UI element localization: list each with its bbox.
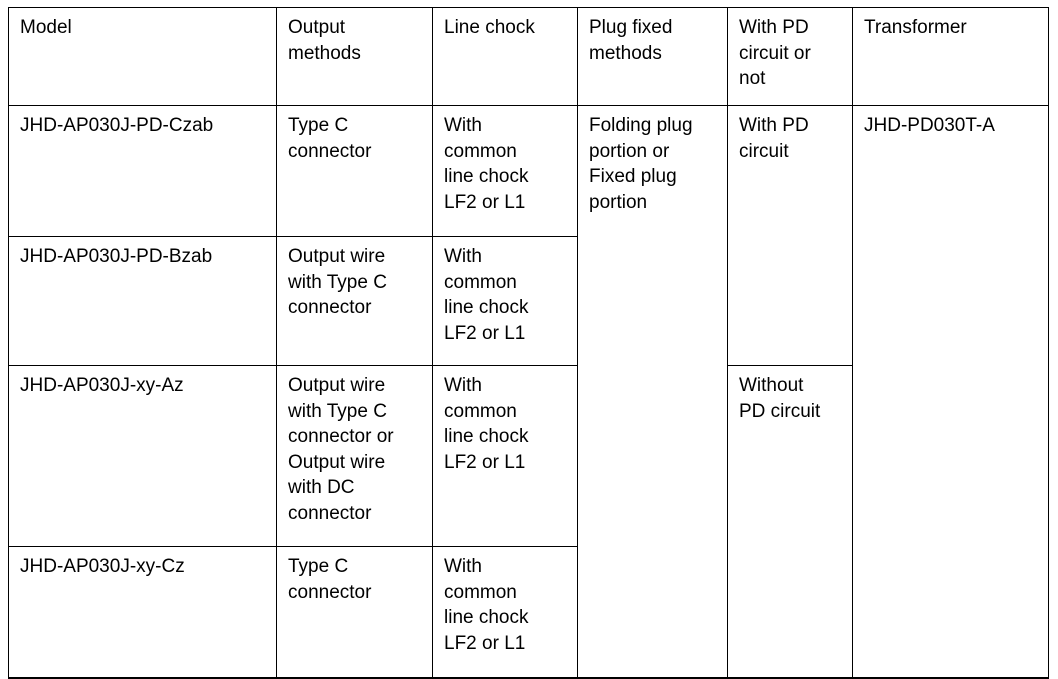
cell-line-chock: With common line chock LF2 or L1 xyxy=(432,236,578,366)
cell-line-chock: With common line chock LF2 or L1 xyxy=(432,105,578,237)
cell-plug-fixed-methods: Folding plug portion or Fixed plug porti… xyxy=(577,105,728,679)
cell-model: JHD-AP030J-PD-Czab xyxy=(8,105,277,237)
cell-pd-circuit: With PD circuit xyxy=(727,105,853,366)
column-header-transformer: Transformer xyxy=(852,7,1049,106)
cell-output-methods: Type C connector xyxy=(276,546,433,679)
cell-line-chock: With common line chock LF2 or L1 xyxy=(432,546,578,679)
cell-model: JHD-AP030J-xy-Az xyxy=(8,365,277,547)
specification-table-container: Model Output methods Line chock Plug fix… xyxy=(8,7,1049,679)
cell-output-methods: Type C connector xyxy=(276,105,433,237)
column-header-line-chock: Line chock xyxy=(432,7,578,106)
cell-output-methods: Output wire with Type C connector xyxy=(276,236,433,366)
table-row: JHD-AP030J-PD-Czab Type C connector With… xyxy=(8,105,1049,679)
cell-pd-circuit: Without PD circuit xyxy=(727,365,853,679)
column-header-with-pd-circuit-or-not: With PD circuit or not xyxy=(727,7,853,106)
cell-output-methods: Output wire with Type C connector or Out… xyxy=(276,365,433,547)
product-specification-table: Model Output methods Line chock Plug fix… xyxy=(8,7,1049,679)
cell-line-chock: With common line chock LF2 or L1 xyxy=(432,365,578,547)
column-header-model: Model xyxy=(8,7,277,106)
cell-transformer: JHD-PD030T-A xyxy=(852,105,1049,679)
table-row: JHD-AP030J-PD-Bzab Output wire with Type… xyxy=(8,236,1049,366)
cell-model: JHD-AP030J-PD-Bzab xyxy=(8,236,277,366)
cell-model: JHD-AP030J-xy-Cz xyxy=(8,546,277,679)
table-header-row: Model Output methods Line chock Plug fix… xyxy=(8,7,1049,106)
table-row: JHD-AP030J-xy-Az Output wire with Type C… xyxy=(8,365,1049,679)
column-header-output-methods: Output methods xyxy=(276,7,433,106)
column-header-plug-fixed-methods: Plug fixed methods xyxy=(577,7,728,106)
